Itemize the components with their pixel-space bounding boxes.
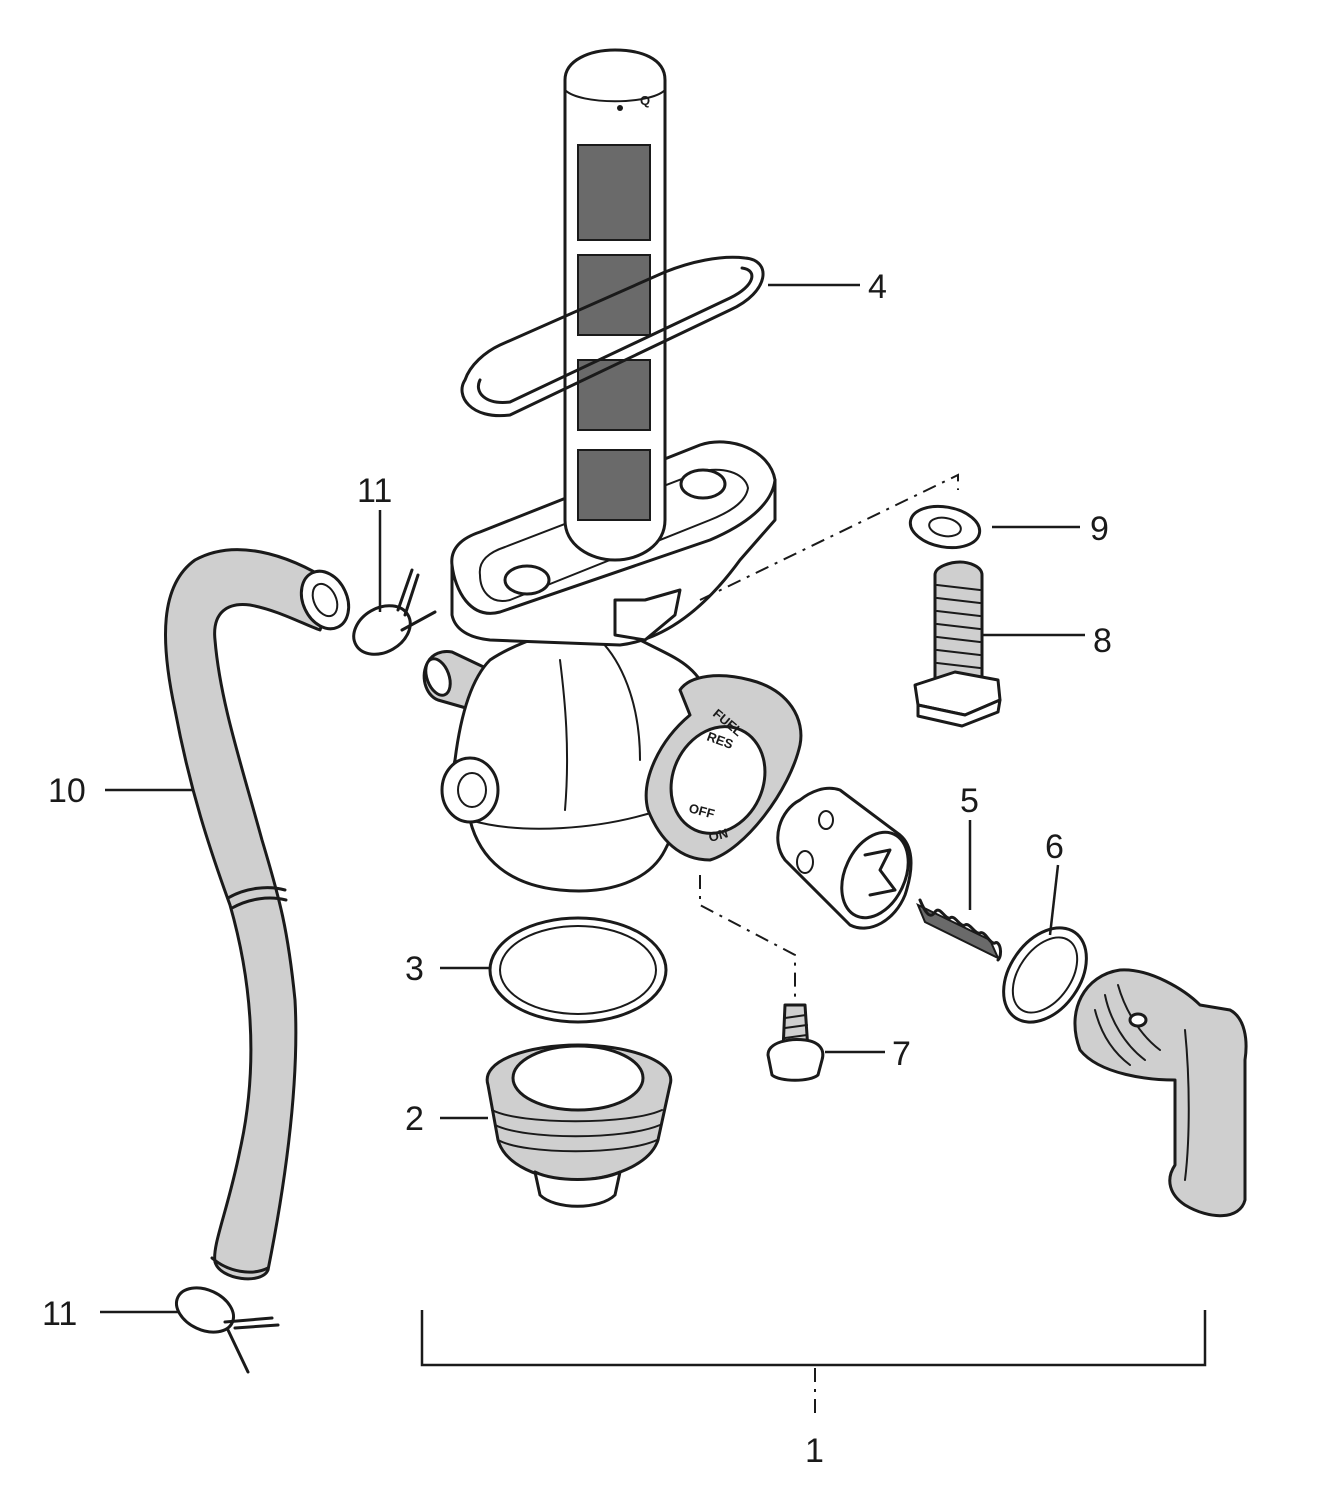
leader-lines: [100, 283, 1085, 1314]
body-o-ring: [488, 916, 668, 1024]
assembly-bracket: [420, 1310, 1207, 1420]
strainer-marking: Q: [640, 93, 650, 108]
fuel-hose: [164, 548, 351, 1281]
valve-plug: [776, 786, 913, 930]
lever-gasket: [1002, 926, 1088, 1024]
callout-1: 1: [805, 1432, 824, 1470]
valve-lever: [1073, 968, 1248, 1218]
assembly-guide-lines: [699, 473, 959, 1000]
detent-screw: [766, 1003, 825, 1082]
callout-labels: 4 9 8 11 10 5 6 3 7 2 11 1: [42, 268, 1112, 1470]
callout-6: 6: [1045, 828, 1064, 866]
marking-on: ON: [707, 825, 730, 845]
hose-clip-upper: [352, 568, 437, 656]
callout-10: 10: [48, 772, 86, 810]
sediment-cup: [485, 1043, 673, 1208]
callout-11-upper: 11: [357, 472, 392, 510]
hose-clip-lower: [175, 1286, 280, 1374]
fuel-strainer: Q: [563, 48, 667, 562]
strainer-o-ring: [460, 255, 765, 418]
callout-9: 9: [1090, 510, 1109, 548]
callout-2: 2: [405, 1100, 424, 1138]
callout-7: 7: [892, 1035, 911, 1073]
callout-11-lower: 11: [42, 1295, 77, 1333]
valve-spring: [916, 898, 1003, 962]
marking-off: OFF: [687, 800, 716, 821]
valve-body: FUEL RES OFF ON: [422, 618, 803, 893]
callout-8: 8: [1093, 622, 1112, 660]
callout-3: 3: [405, 950, 424, 988]
washer: [908, 504, 982, 550]
strainer-mesh-3: [577, 359, 651, 431]
strainer-mesh-4: [577, 449, 651, 521]
callout-5: 5: [960, 782, 979, 820]
strainer-mesh-1: [577, 144, 651, 241]
mounting-bolt: [913, 560, 1002, 728]
callout-4: 4: [868, 268, 887, 306]
